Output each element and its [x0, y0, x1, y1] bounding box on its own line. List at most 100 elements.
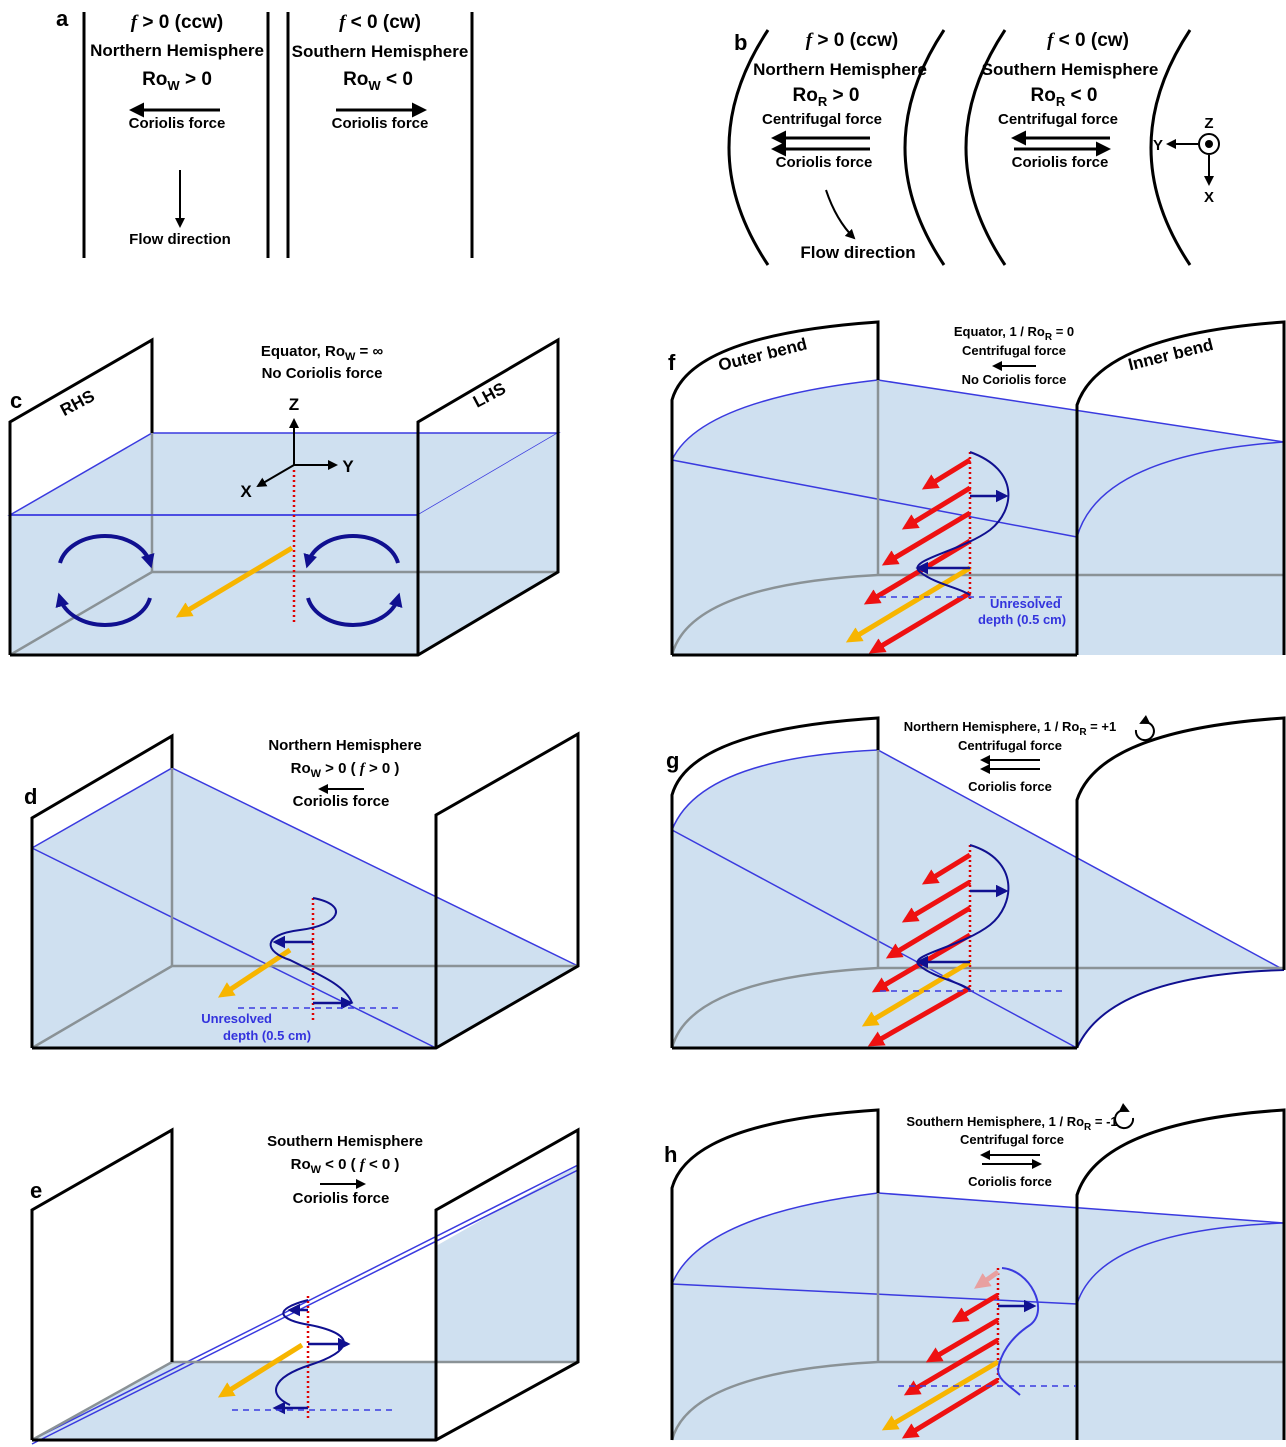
panel-d-letter: d	[24, 784, 37, 809]
inner-surface-line	[1076, 1222, 1285, 1305]
x-axis-arrow	[256, 464, 295, 488]
rossby-label: RoW < 0 ( f < 0 )	[291, 1156, 400, 1176]
out-of-page-dot-icon	[1205, 140, 1213, 148]
water-front	[672, 460, 1077, 655]
floor-line	[670, 966, 1284, 1049]
f-condition-north: f > 0 (ccw)	[806, 30, 898, 51]
surface-edge-line	[671, 1283, 1078, 1305]
force-arrow	[925, 1317, 1000, 1363]
unresolved-label: Unresolved	[990, 596, 1061, 611]
f-condition-south: f < 0 (cw)	[339, 12, 421, 33]
unresolved-depth-label: depth (0.5 cm)	[223, 1028, 311, 1043]
outer-bend-label: Outer bend	[716, 334, 809, 374]
f-condition-north: f > 0 (ccw)	[131, 12, 223, 33]
force-arrow	[903, 1337, 1000, 1396]
centrifugal-label: Centrifugal force	[958, 738, 1062, 753]
unresolved-depth-label: depth (0.5 cm)	[978, 612, 1066, 627]
inner-surface-line	[1076, 441, 1285, 538]
velocity-profile	[996, 1267, 1040, 1396]
flow-arrow	[217, 947, 292, 998]
secondary-circulation-icon	[58, 534, 155, 569]
velocity-profile	[269, 897, 353, 1004]
flow-arrow	[845, 565, 972, 643]
centrifugal-label: Centrifugal force	[998, 111, 1118, 128]
water-surface-line	[671, 749, 1285, 971]
velocity-profile	[916, 451, 1010, 596]
panel-f-letter: f	[668, 350, 676, 375]
floor-line	[670, 573, 1284, 656]
equator-title: Equator, 1 / RoR = 0	[954, 324, 1074, 343]
coriolis-label: Coriolis force	[968, 1174, 1052, 1189]
hemisphere-label: Northern Hemisphere	[753, 60, 927, 79]
flow-direction-label: Flow direction	[800, 243, 915, 262]
unresolved-label: Unresolved	[201, 1011, 272, 1026]
hemisphere-label: Northern Hemisphere	[268, 737, 421, 754]
x-axis-label: X	[1204, 189, 1214, 206]
panel-e-letter: e	[30, 1178, 42, 1203]
inner-bend-wall	[1075, 1108, 1286, 1440]
panel-g-letter: g	[666, 748, 679, 773]
surface-edge-line	[31, 847, 437, 1049]
panel-c: c RHS LHS Equator, RoW = ∞ No Coriolis f…	[7, 337, 561, 657]
panel-g: g Northern Hemisphere, 1 / RoR = +1 Cent…	[666, 715, 1286, 1050]
panel-b-letter: b	[734, 30, 747, 55]
outer-bend-wall	[670, 1108, 880, 1440]
flow-direction-label: Flow direction	[129, 231, 231, 248]
inner-bend-wall	[1075, 716, 1286, 1048]
panel-a: a f > 0 (ccw) Northern Hemisphere RoW > …	[56, 6, 474, 258]
outer-bank-line	[1149, 29, 1192, 266]
inner-bend-label: Inner bend	[1126, 335, 1215, 374]
force-arrow	[868, 590, 972, 654]
lhs-wall	[32, 731, 580, 1050]
hemisphere-label: Southern Hemisphere	[267, 1133, 423, 1150]
panel-a-letter: a	[56, 6, 69, 31]
hemisphere-label: Southern Hemisphere	[292, 42, 469, 61]
secondary-circulation-icon	[55, 592, 152, 627]
secondary-circulation-icon	[306, 592, 403, 627]
surface-edge-line	[31, 1169, 579, 1445]
centrifugal-label: Centrifugal force	[962, 343, 1066, 358]
force-arrow	[881, 510, 972, 566]
water-side	[418, 433, 558, 655]
outer-bend-wall	[670, 320, 880, 655]
lhs-wall	[10, 337, 560, 657]
coriolis-label: Coriolis force	[293, 793, 390, 810]
lhs-wall	[32, 1127, 580, 1442]
flow-arrow	[881, 1359, 1000, 1431]
water-side	[1077, 1223, 1284, 1440]
panel-c-letter: c	[10, 388, 22, 413]
force-arrow	[867, 985, 972, 1047]
z-axis-label: Z	[289, 395, 299, 414]
lhs-label: LHS	[470, 379, 509, 412]
centrifugal-label: Centrifugal force	[762, 111, 882, 128]
rossby-label: RoW > 0 ( f > 0 )	[291, 760, 400, 780]
force-arrow	[901, 485, 972, 530]
no-coriolis-label: No Coriolis force	[262, 365, 383, 382]
force-arrow	[951, 1292, 1000, 1323]
x-axis-label: X	[240, 482, 252, 501]
flow-arrow	[175, 545, 294, 618]
y-axis-label: Y	[1153, 137, 1163, 154]
hemisphere-label: Southern Hemisphere	[982, 60, 1159, 79]
axis-triad: Z Y X	[1153, 115, 1220, 206]
velocity-profile	[916, 844, 1010, 991]
rhs-wall	[8, 337, 154, 655]
inner-surface-line	[1076, 969, 1285, 1049]
force-arrow	[901, 879, 972, 923]
y-axis-label: Y	[342, 457, 354, 476]
secondary-circulation-icon	[303, 534, 400, 569]
panel-e: e Southern Hemisphere RoW < 0 ( f < 0 ) …	[30, 1127, 580, 1445]
hemisphere-title: Southern Hemisphere, 1 / RoR = -1	[906, 1114, 1117, 1133]
coriolis-label: Coriolis force	[293, 1190, 390, 1207]
flow-arrow	[861, 959, 972, 1027]
outer-bend-wall	[670, 716, 880, 1048]
z-axis-label: Z	[1204, 115, 1213, 132]
flow-arrow	[217, 1342, 304, 1398]
force-arrow	[921, 852, 972, 885]
water-surface	[31, 1164, 579, 1441]
water-surface-line	[671, 379, 1285, 461]
no-coriolis-label: No Coriolis force	[962, 372, 1067, 387]
inner-bend-wall	[1075, 320, 1286, 655]
equator-title: Equator, RoW = ∞	[261, 343, 384, 363]
